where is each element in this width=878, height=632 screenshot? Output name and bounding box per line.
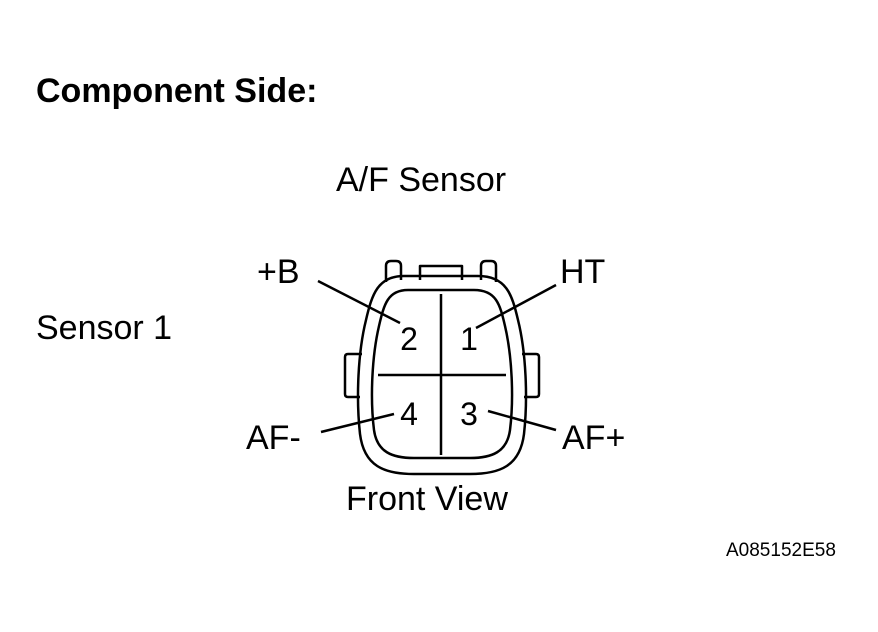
connector-outer-housing (356, 274, 528, 476)
terminal-label-plus-b: +B (257, 253, 300, 291)
leader-line-plus-b (317, 279, 401, 325)
sensor-name-label: A/F Sensor (336, 161, 507, 199)
section-heading: Component Side: (36, 72, 318, 110)
terminal-label-af-plus: AF+ (562, 419, 625, 457)
connector-side-tab-right (522, 352, 541, 399)
leader-line-ht (475, 283, 557, 330)
terminal-number-4: 4 (400, 396, 418, 432)
connector-side-tab-left (343, 352, 362, 399)
view-label: Front View (346, 480, 508, 518)
terminal-number-1: 1 (460, 321, 478, 357)
terminal-number-3: 3 (460, 396, 478, 432)
leader-line-af-minus (320, 412, 395, 434)
terminal-label-ht: HT (560, 253, 605, 291)
connector-top-tab-left (384, 259, 403, 282)
terminal-label-af-minus: AF- (246, 419, 301, 457)
sensor-number-label: Sensor 1 (36, 309, 173, 347)
connector-top-latch (418, 264, 464, 280)
figure-code: A085152E58 (726, 540, 836, 561)
connector-top-tab-right (479, 259, 498, 282)
connector-inner-housing (370, 288, 514, 460)
leader-line-af-plus (487, 409, 557, 432)
terminal-number-2: 2 (400, 321, 418, 357)
